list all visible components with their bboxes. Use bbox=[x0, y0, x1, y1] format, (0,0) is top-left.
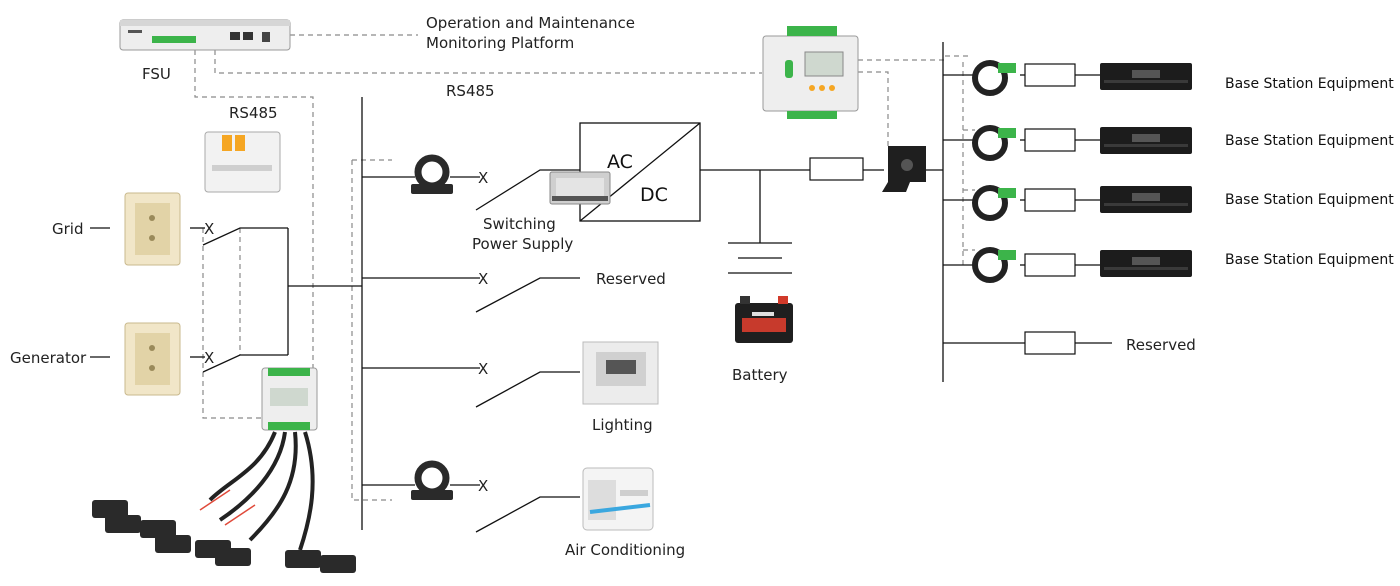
label-ac: AC bbox=[607, 151, 633, 173]
multichannel-meter bbox=[261, 367, 318, 431]
ct-cluster bbox=[92, 431, 356, 573]
grid-meter bbox=[124, 192, 181, 266]
switch-mark-aircon: X bbox=[478, 477, 488, 495]
air-conditioner-device bbox=[582, 467, 654, 531]
fuse-base-3 bbox=[1024, 188, 1076, 212]
branch-ct-1 bbox=[972, 60, 1016, 96]
label-rs485-left: RS485 bbox=[229, 104, 278, 122]
fuse-base-2 bbox=[1024, 128, 1076, 152]
communication-lines bbox=[194, 34, 975, 501]
label-base-station-3: Base Station Equipment bbox=[1225, 192, 1394, 208]
fuse-dc-main bbox=[809, 157, 864, 181]
branch-ct-3 bbox=[972, 185, 1016, 221]
fsu-device bbox=[119, 19, 291, 51]
fuse-base-1 bbox=[1024, 63, 1076, 87]
switch-mark-reserved: X bbox=[478, 270, 488, 288]
label-grid: Grid bbox=[52, 220, 83, 238]
fuse-reserved bbox=[1024, 331, 1076, 355]
branch-ct-2 bbox=[972, 125, 1016, 161]
dc-hall-sensor bbox=[882, 146, 926, 192]
label-rs485-top: RS485 bbox=[446, 82, 495, 100]
base-station-rack-1 bbox=[1100, 63, 1192, 90]
power-lines bbox=[90, 42, 1112, 533]
label-base-station-4: Base Station Equipment bbox=[1225, 252, 1394, 268]
label-reserved-right: Reserved bbox=[1126, 336, 1196, 354]
fuse-base-4 bbox=[1024, 253, 1076, 277]
label-air-conditioning: Air Conditioning bbox=[565, 541, 685, 559]
label-battery: Battery bbox=[732, 366, 788, 384]
battery-device bbox=[735, 296, 793, 343]
label-reserved-mid: Reserved bbox=[596, 270, 666, 288]
rs485-breaker-module bbox=[204, 131, 281, 193]
current-transformer-bottom bbox=[411, 460, 453, 500]
label-platform-line2: Monitoring Platform bbox=[426, 34, 574, 52]
base-station-rack-2 bbox=[1100, 127, 1192, 154]
switch-mark-switching: X bbox=[478, 169, 488, 187]
fuse-boxes bbox=[809, 63, 1076, 355]
label-switching-line1: Switching bbox=[483, 215, 556, 233]
branch-ct-4 bbox=[972, 247, 1016, 283]
dc-monitoring-meter bbox=[762, 26, 859, 119]
label-generator: Generator bbox=[10, 349, 87, 367]
label-fsu: FSU bbox=[142, 65, 171, 83]
label-base-station-1: Base Station Equipment bbox=[1225, 76, 1394, 92]
generator-meter bbox=[124, 322, 181, 396]
label-dc: DC bbox=[640, 184, 668, 206]
label-base-station-2: Base Station Equipment bbox=[1225, 133, 1394, 149]
lighting-device bbox=[582, 341, 659, 405]
switching-power-supply-device bbox=[549, 171, 611, 205]
base-station-rack-4 bbox=[1100, 250, 1192, 277]
label-switching-line2: Power Supply bbox=[472, 235, 573, 253]
current-transformer-top bbox=[411, 154, 453, 194]
diagram-labels: FSU Operation and Maintenance Monitoring… bbox=[10, 14, 1394, 559]
switch-mark-lighting: X bbox=[478, 360, 488, 378]
switch-mark-generator: X bbox=[204, 349, 214, 367]
switch-marks: X X X X X X bbox=[204, 169, 488, 495]
base-station-rack-3 bbox=[1100, 186, 1192, 213]
label-platform-line1: Operation and Maintenance bbox=[426, 14, 635, 32]
switch-mark-grid: X bbox=[204, 220, 214, 238]
label-lighting: Lighting bbox=[592, 416, 653, 434]
